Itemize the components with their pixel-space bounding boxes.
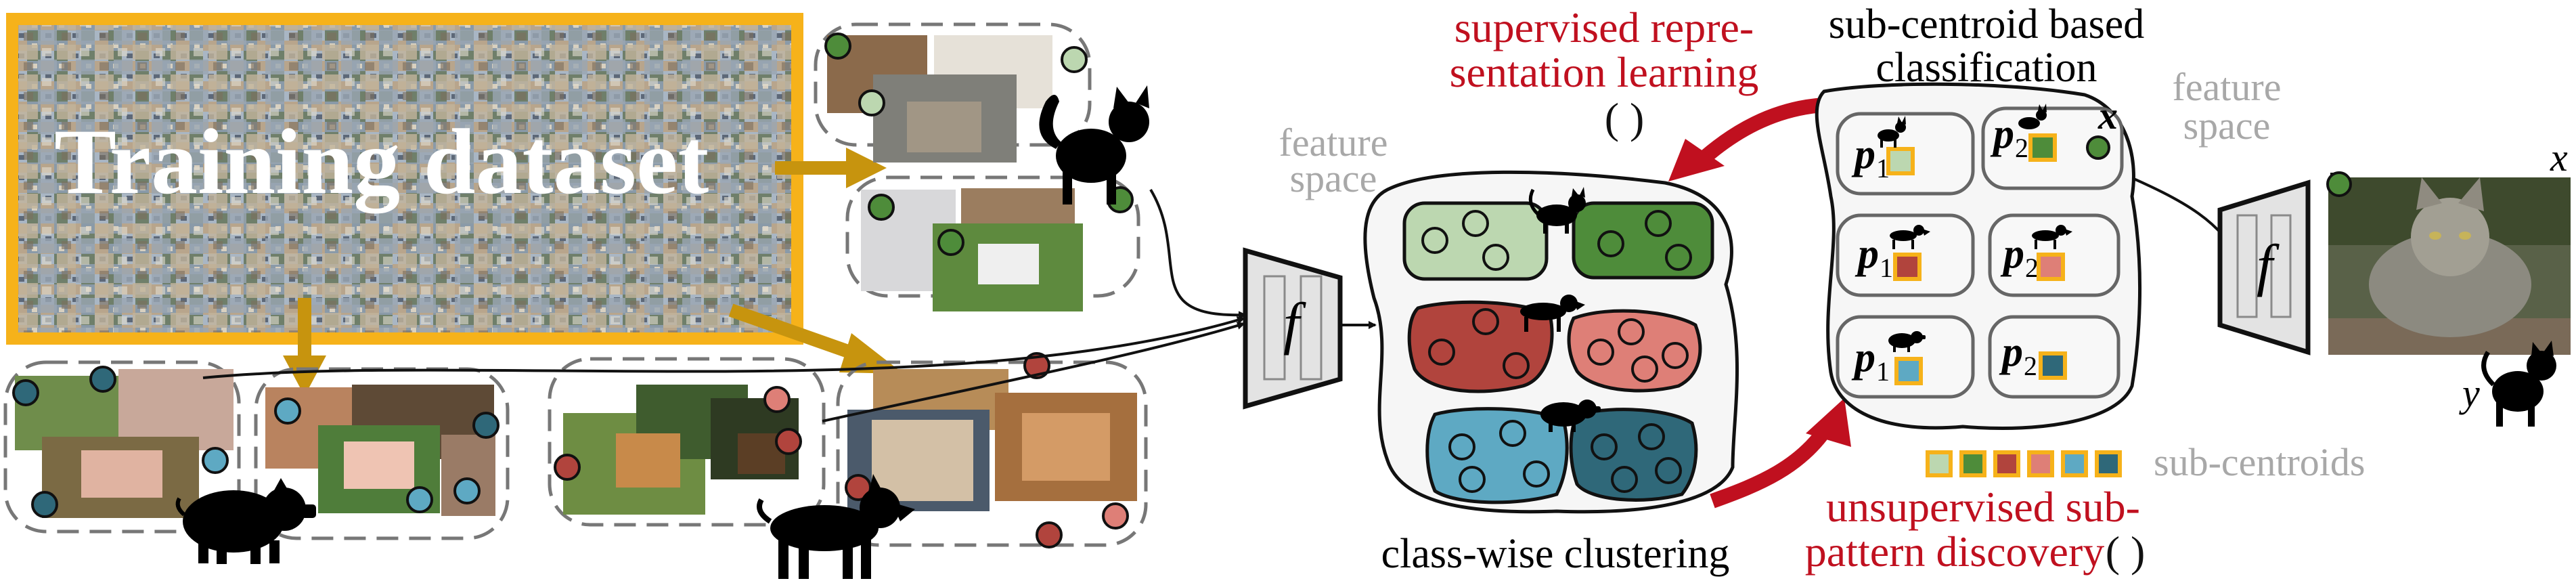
encoder-f-left: feature space f <box>1243 121 1388 410</box>
supervised-learning-arrow <box>1668 98 1825 181</box>
prototype-cell-dog-1: p 1 <box>1836 213 1975 297</box>
pig-silhouette-icon <box>1888 331 1926 352</box>
dog-group-1 <box>548 357 826 527</box>
cluster-light-blue <box>1425 407 1569 504</box>
embedding-dot <box>554 454 581 481</box>
training-dataset-title: Training dataset <box>54 110 709 213</box>
supervised-caption-paren: ( ) <box>1605 94 1645 142</box>
supervised-caption-line2: sentation learning <box>1450 48 1759 96</box>
cat-silhouette-icon <box>1528 187 1586 234</box>
supervised-caption: supervised repre- sentation learning ( ) <box>1450 3 1759 142</box>
query-embedding-dot <box>2086 135 2110 160</box>
prototype-cell-cat-2: p 2 x <box>1981 93 2124 190</box>
embedding-dot <box>858 89 885 116</box>
pig-silhouette-icon <box>1540 400 1601 432</box>
embedding-dot <box>937 229 964 256</box>
unsupervised-caption: unsupervised sub- pattern discovery ( ) <box>1805 483 2146 576</box>
input-x-label: x <box>2550 135 2568 179</box>
unsupervised-discovery-arrow <box>1710 398 1851 509</box>
query-x-label: x <box>2097 93 2118 137</box>
pig-group-1 <box>3 360 241 534</box>
cat-group-1 <box>814 22 1092 163</box>
prototype-label: p <box>1851 131 1875 177</box>
subcentroid-swatch <box>1894 357 1923 385</box>
cat-silhouette-icon <box>2018 104 2047 129</box>
cat-silhouette-icon <box>1878 116 1906 148</box>
prototype-subscript: 2 <box>2024 351 2037 381</box>
training-dataset-panel: Training dataset <box>6 13 803 345</box>
embedding-dot <box>2326 171 2352 197</box>
prototype-subscript: 2 <box>2015 133 2028 163</box>
embedding-dot <box>406 486 433 513</box>
embedding-dot <box>1036 521 1063 548</box>
prototype-cell-dog-2: p 2 <box>1988 213 2120 297</box>
prototype-subscript: 1 <box>1880 253 1893 283</box>
embedding-dot <box>868 194 895 221</box>
embedding-dot <box>472 412 499 439</box>
embedding-dot <box>824 33 851 60</box>
unsupervised-caption-paren: ( ) <box>2106 527 2146 576</box>
embedding-dot <box>31 491 58 518</box>
subcentroid-swatch <box>2039 351 2067 380</box>
prototype-cell-pig-2: p 2 <box>1988 315 2120 399</box>
supervised-caption-line1: supervised repre- <box>1454 3 1754 51</box>
feature-space-label: feature <box>1279 121 1388 165</box>
feature-space-label: space <box>1290 156 1377 200</box>
subcentroid-swatch <box>2028 133 2057 162</box>
embedding-dot <box>274 397 301 425</box>
pig-silhouette-icon <box>175 478 316 564</box>
prototype-cell-pig-1: p 1 <box>1836 315 1975 399</box>
embedding-dot <box>763 386 791 413</box>
prototype-subscript: 2 <box>2025 253 2039 283</box>
subcentroid-legend-label: sub-centroids <box>2154 440 2366 484</box>
cat-silhouette-icon <box>2481 341 2556 427</box>
embedding-dot <box>775 428 802 455</box>
cat-group-2 <box>845 175 1140 311</box>
feature-space-label: space <box>2183 104 2271 148</box>
embedding-dot <box>453 477 481 504</box>
dog-silhouette-icon <box>757 474 915 579</box>
embedding-dot <box>1102 502 1129 530</box>
classwise-clustering-space: class-wise clustering <box>1363 170 1739 577</box>
prototype-label: p <box>2000 231 2024 277</box>
prototype-subscript: 1 <box>1876 356 1890 387</box>
prototype-cell-cat-1: p 1 <box>1836 112 1975 196</box>
unsupervised-caption-line1: unsupervised sub- <box>1826 483 2140 531</box>
embedding-dot <box>12 379 39 406</box>
dog-group-2 <box>836 352 1148 548</box>
subcentroid-swatch <box>1893 253 1922 281</box>
input-y-label: y <box>2459 371 2480 415</box>
embedding-dot <box>1023 352 1050 379</box>
dog-silhouette-icon <box>2032 225 2072 249</box>
embedding-dot <box>1061 46 1088 73</box>
embedding-dot <box>89 366 116 393</box>
dog-silhouette-icon <box>1890 225 1930 249</box>
unsupervised-caption-line2: pattern discovery <box>1805 527 2105 576</box>
subcentroid-swatch <box>1886 147 1915 175</box>
prototype-label: p <box>1851 334 1875 381</box>
encoder-f-right: feature space f <box>2173 65 2311 355</box>
cluster-dark-green <box>1572 201 1714 280</box>
embedding-dot <box>202 447 229 474</box>
prototype-label: p <box>1999 329 2023 375</box>
cat-silhouette-icon <box>1039 85 1149 204</box>
cluster-pink <box>1567 309 1702 393</box>
cluster-light-green <box>1402 201 1549 281</box>
dog-silhouette-icon <box>1520 295 1585 332</box>
subcentroid-swatch <box>2037 253 2065 281</box>
prototype-label: p <box>1855 231 1879 277</box>
subcentroid-caption-line1: sub-centroid based <box>1829 1 2145 47</box>
pig-group-2 <box>254 367 510 540</box>
subcentroid-legend: sub-centroids <box>1926 440 2366 484</box>
input-image-cat: x y <box>2326 135 2571 427</box>
classwise-clustering-label: class-wise clustering <box>1381 531 1730 577</box>
prototype-label: p <box>1990 111 2014 157</box>
feature-space-label: feature <box>2173 65 2282 109</box>
